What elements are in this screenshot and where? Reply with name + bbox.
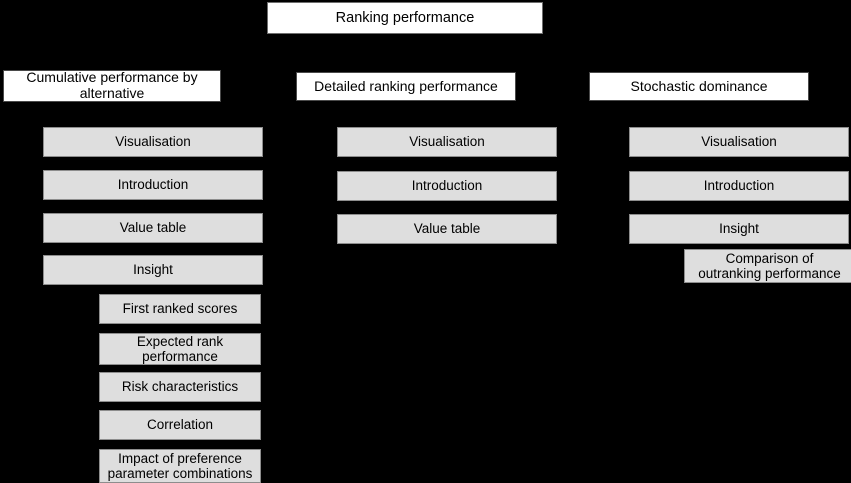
branch-node-stochastic-dominance[interactable]: Stochastic dominance [589,72,809,101]
branch-node-detailed-ranking[interactable]: Detailed ranking performance [296,72,516,101]
leaf-node-label: Visualisation [115,134,191,150]
leaf-node-expected-rank-performance[interactable]: Expected rank performance [99,333,261,365]
leaf-node-visualisation[interactable]: Visualisation [43,127,263,157]
leaf-node-label: Insight [133,262,173,278]
leaf-node-label: Visualisation [409,134,485,150]
branch-node-label: Detailed ranking performance [314,77,498,94]
leaf-node-label: Visualisation [701,134,777,150]
leaf-node-label: First ranked scores [122,301,238,317]
leaf-node-insight[interactable]: Insight [629,214,849,244]
leaf-node-label: Insight [719,221,759,237]
leaf-node-value-table[interactable]: Value table [43,213,263,243]
leaf-node-label: Value table [119,220,187,236]
leaf-node-label: Correlation [146,417,214,433]
leaf-node-label: Impact of preference parameter combinati… [107,450,253,481]
leaf-node-label: Value table [413,221,481,237]
leaf-node-introduction[interactable]: Introduction [629,171,849,201]
leaf-node-insight[interactable]: Insight [43,255,263,285]
leaf-node-introduction[interactable]: Introduction [43,170,263,200]
leaf-node-label: Introduction [117,177,189,193]
leaf-node-label: Comparison of outranking performance [698,250,841,281]
branch-node-label: Cumulative performance by alternative [26,70,198,101]
leaf-node-label: Introduction [411,178,483,194]
leaf-node-visualisation[interactable]: Visualisation [337,127,557,157]
branch-node-cumulative-performance[interactable]: Cumulative performance by alternative [3,70,221,102]
leaf-node-introduction[interactable]: Introduction [337,171,557,201]
leaf-node-first-ranked-scores[interactable]: First ranked scores [99,294,261,324]
leaf-node-label: Risk characteristics [121,379,239,395]
leaf-node-label: Expected rank performance [136,333,224,364]
leaf-node-correlation[interactable]: Correlation [99,410,261,440]
branch-node-label: Stochastic dominance [630,77,768,94]
root-node-label: Ranking performance [335,9,475,26]
leaf-node-comparison-of-outranking-performance[interactable]: Comparison of outranking performance [684,249,851,283]
leaf-node-value-table[interactable]: Value table [337,214,557,244]
leaf-node-visualisation[interactable]: Visualisation [629,127,849,157]
leaf-node-risk-characteristics[interactable]: Risk characteristics [99,372,261,402]
leaf-node-label: Introduction [703,178,775,194]
root-node-ranking-performance[interactable]: Ranking performance [267,2,543,34]
leaf-node-impact-of-preference-parameter-combinations[interactable]: Impact of preference parameter combinati… [99,449,261,483]
